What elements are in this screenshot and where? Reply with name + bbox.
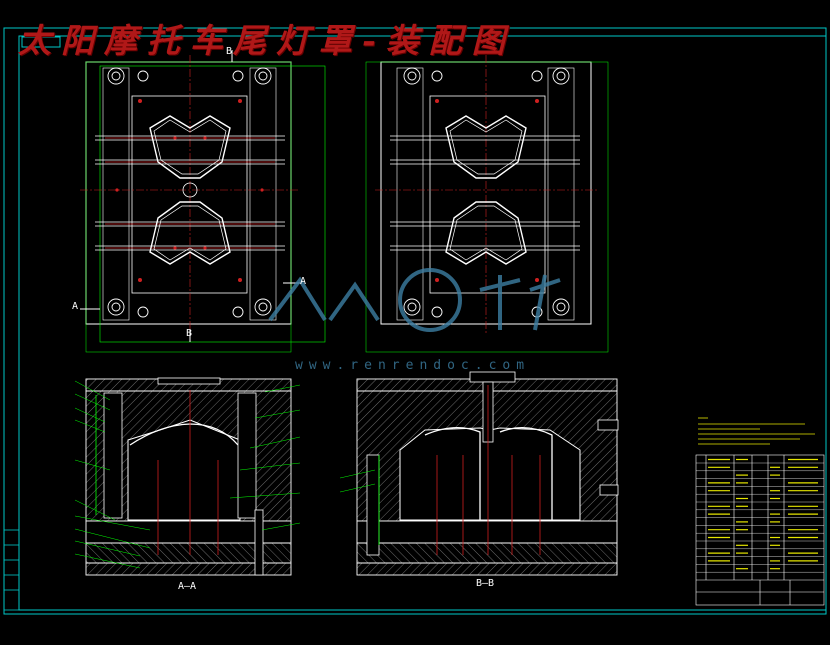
plan-view-left (80, 50, 326, 353)
side-revision-strip (3, 529, 20, 611)
watermark-url: www.renrendoc.com (295, 358, 531, 373)
drawing-title: 太阳摩托车尾灯罩-装配图 (18, 21, 515, 60)
technical-notes (698, 417, 815, 445)
plan-view-right (365, 55, 609, 353)
section-a-a (74, 377, 301, 576)
cut-label-a-left: A (72, 301, 79, 312)
section-label-a-a: A—A (178, 581, 197, 592)
cut-label-b-top: B (226, 46, 233, 57)
section-label-b-b: B—B (476, 578, 495, 589)
watermark-logo (268, 268, 561, 332)
cut-label-b-bottom: B (186, 328, 193, 339)
cut-label-a-right: A (300, 276, 307, 287)
drawing-frame (3, 27, 827, 615)
bom-entries (708, 458, 818, 570)
bom-row-lines (696, 462, 824, 573)
section-b-b (339, 371, 619, 576)
